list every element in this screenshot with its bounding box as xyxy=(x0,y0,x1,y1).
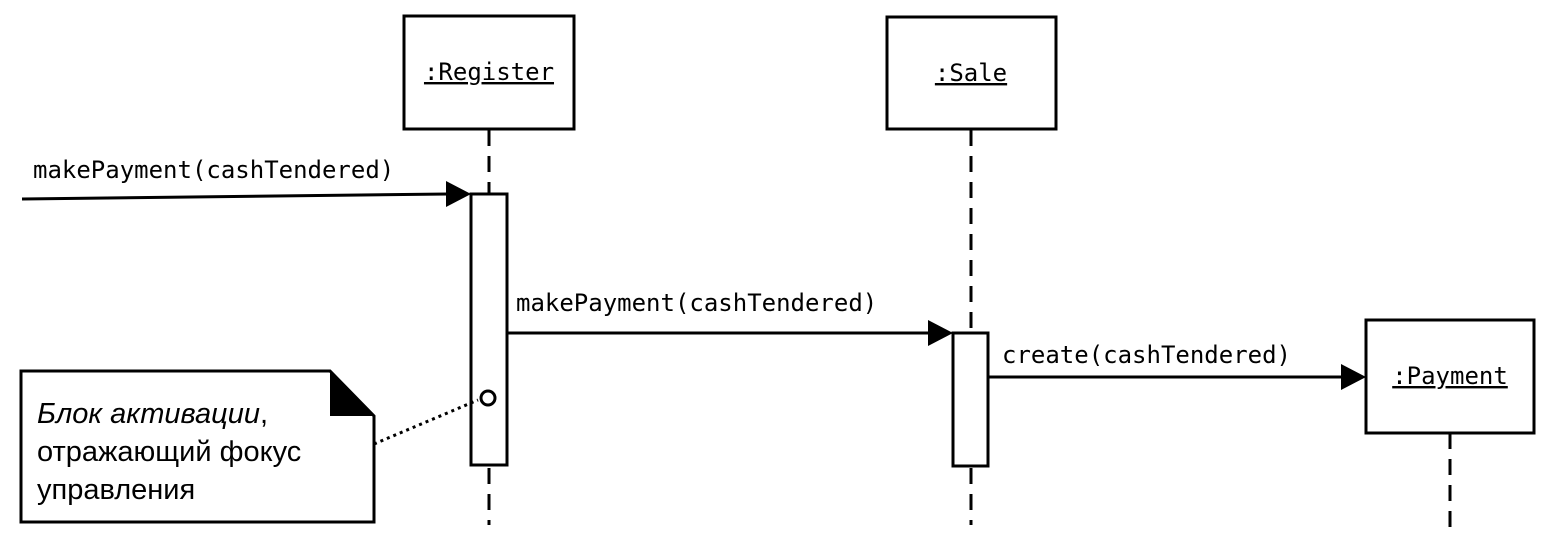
note-line-2: отражающий фокус xyxy=(37,436,301,468)
note-body xyxy=(19,369,376,524)
payment-object-label: :Payment xyxy=(1392,362,1508,390)
sale-activation-bar xyxy=(951,331,990,468)
sale-object-label: :Sale xyxy=(935,59,1007,87)
note-fold-corner xyxy=(330,371,374,416)
note-line-3: управления xyxy=(37,474,195,506)
register-activation-bar xyxy=(469,192,509,467)
register-object-label: :Register xyxy=(424,58,554,86)
register-object: :Register xyxy=(402,14,576,131)
note-anchor-circle xyxy=(479,389,497,407)
activation-note: Блок активации, отражающий фокус управле… xyxy=(19,369,376,524)
message-label: makePayment(cashTendered) xyxy=(516,289,877,317)
payment-object: :Payment xyxy=(1364,318,1536,435)
note-line-1: Блок активации, xyxy=(37,398,268,430)
note-anchor-line xyxy=(373,398,479,446)
message-register-to-sale: makePayment(cashTendered) xyxy=(507,289,953,346)
message-sale-to-payment: create(cashTendered) xyxy=(988,341,1366,390)
arrowhead-icon xyxy=(446,181,471,207)
message-label: makePayment(cashTendered) xyxy=(33,156,394,184)
message-label: create(cashTendered) xyxy=(1002,341,1291,369)
sale-object: :Sale xyxy=(885,15,1058,131)
arrowhead-icon xyxy=(1341,364,1366,390)
arrowhead-icon xyxy=(928,320,953,346)
message-external-to-register: makePayment(cashTendered) xyxy=(21,156,471,207)
